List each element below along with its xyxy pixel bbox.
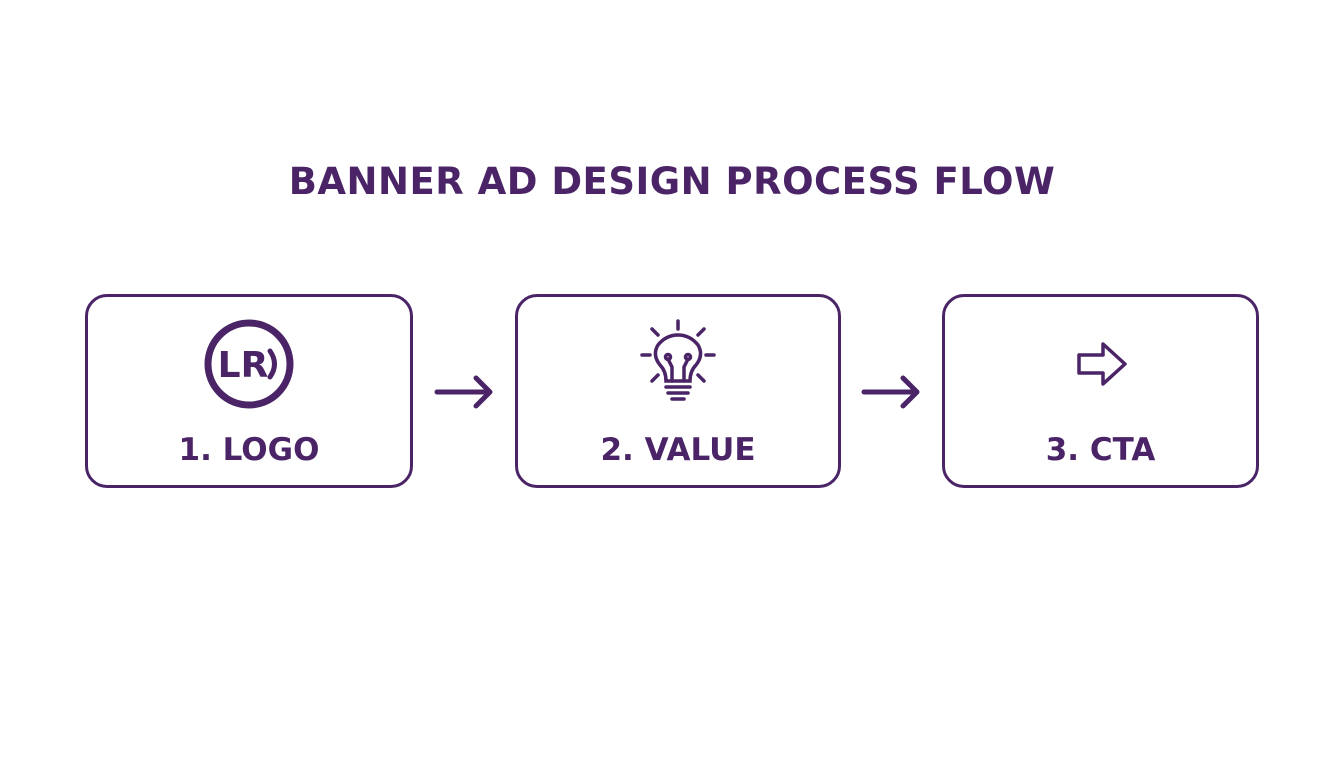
- diagram-title: BANNER AD DESIGN PROCESS FLOW: [288, 160, 1056, 203]
- logo-circle-icon: LR: [88, 315, 410, 415]
- lightbulb-icon: [518, 315, 838, 415]
- step-box-logo: LR 1. LOGO: [85, 294, 413, 488]
- logo-mark-text: LR: [218, 345, 269, 386]
- step-box-value: 2. VALUE: [515, 294, 841, 488]
- step-box-cta: 3. CTA: [942, 294, 1259, 488]
- right-arrow-outline-icon: [945, 315, 1256, 415]
- step-label-logo: 1. LOGO: [178, 432, 320, 468]
- arrow-right-icon: [861, 372, 923, 412]
- step-label-cta: 3. CTA: [1045, 432, 1156, 468]
- arrow-right-icon: [434, 372, 496, 412]
- step-label-value: 2. VALUE: [600, 432, 756, 468]
